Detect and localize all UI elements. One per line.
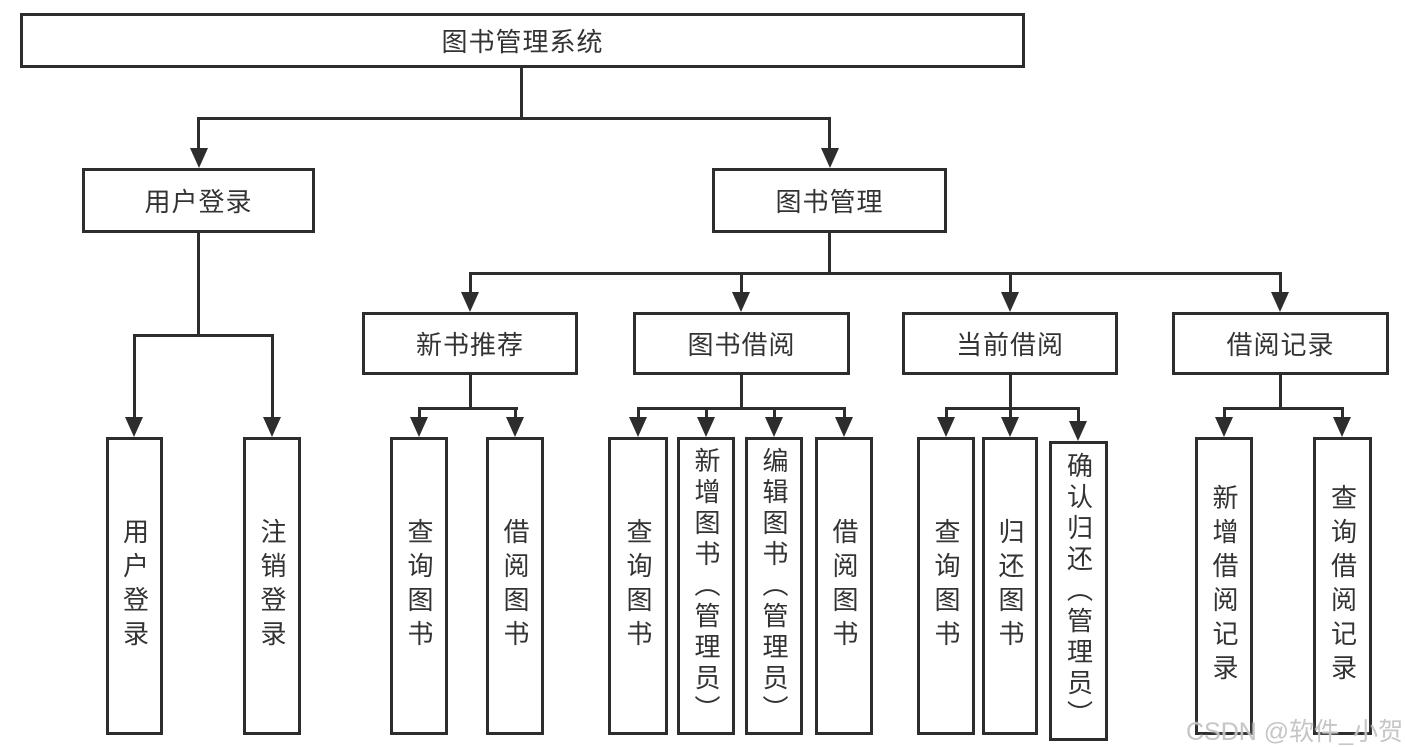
arrow-down-icon [1271,292,1289,312]
leaf-user-login: 用户登录 [106,437,163,735]
connector-line [469,375,472,408]
connector-line [740,375,743,408]
arrow-down-icon [937,417,955,437]
leaf-edit-book-admin: 编辑图书（管理员） [745,437,803,735]
leaf-query-book-current: 查询图书 [917,437,975,735]
leaf-borrow-book-newrec: 借阅图书 [486,437,544,735]
connector-line [197,117,831,120]
node-library-system: 图书管理系统 [20,13,1025,68]
connector-line [1223,407,1226,420]
connector-line [271,334,274,419]
connector-line [418,407,518,410]
leaf-return-book-label: 归还图书 [995,518,1025,654]
connector-line [469,272,1282,275]
connector-line [705,407,708,420]
arrow-down-icon [125,417,143,437]
connector-line [1341,407,1344,420]
watermark: CSDN @软件_小贺同学 [1186,718,1405,746]
connector-line [197,117,200,150]
arrow-down-icon [410,417,428,437]
leaf-query-book-newrec: 查询图书 [390,437,448,735]
leaf-borrow-book-borrow: 借阅图书 [815,437,873,735]
connector-line [1077,407,1080,423]
node-new-book-recommend: 新书推荐 [362,312,578,375]
connector-line [1223,407,1344,410]
leaf-add-borrow-record: 新增借阅记录 [1195,437,1253,735]
connector-line [514,407,517,420]
leaf-query-book-current-label: 查询图书 [931,518,961,654]
leaf-query-borrow-record: 查询借阅记录 [1313,437,1372,735]
leaf-logout-login: 注销登录 [243,437,301,735]
leaf-query-book-borrow: 查询图书 [608,437,668,735]
leaf-add-borrow-record-label: 新增借阅记录 [1209,484,1239,688]
arrow-down-icon [1001,292,1019,312]
leaf-borrow-book-newrec-label: 借阅图书 [500,518,530,654]
leaf-logout-login-label: 注销登录 [257,518,287,654]
arrow-down-icon [1215,417,1233,437]
connector-line [1279,272,1282,294]
arrow-down-icon [1001,417,1019,437]
leaf-query-book-newrec-label: 查询图书 [404,518,434,654]
leaf-edit-book-admin-label: 编辑图书（管理员） [759,446,789,726]
connector-line [469,272,472,294]
leaf-add-book-admin-label: 新增图书（管理员） [691,446,721,726]
connector-line [773,407,776,420]
node-book-borrow: 图书借阅 [633,312,850,375]
arrow-down-icon [835,417,853,437]
node-borrow-record: 借阅记录 [1172,312,1389,375]
connector-line [197,233,200,335]
connector-line [133,334,136,419]
leaf-query-book-borrow-label: 查询图书 [623,518,653,654]
arrow-down-icon [1069,421,1087,441]
leaf-confirm-return-admin-label: 确认归还（管理员） [1063,451,1094,731]
connector-line [740,272,743,294]
arrow-down-icon [461,292,479,312]
arrow-down-icon [506,417,524,437]
node-user-login: 用户登录 [82,168,315,233]
connector-line [945,407,1079,410]
connector-line [637,407,640,420]
leaf-confirm-return-admin: 确认归还（管理员） [1049,441,1108,741]
leaf-user-login-label: 用户登录 [119,518,150,654]
connector-line [828,233,831,273]
arrow-down-icon [629,417,647,437]
connector-line [828,117,831,150]
connector-line [418,407,421,420]
arrow-down-icon [765,417,783,437]
arrow-down-icon [190,148,208,168]
arrow-down-icon [263,417,281,437]
node-book-management: 图书管理 [712,168,947,233]
connector-line [637,407,845,410]
connector-line [1009,272,1012,294]
connector-line [1279,375,1282,408]
leaf-add-book-admin: 新增图书（管理员） [677,437,735,735]
arrow-down-icon [697,417,715,437]
arrow-down-icon [1333,417,1351,437]
connector-line [1009,407,1012,420]
arrow-down-icon [732,292,750,312]
arrow-down-icon [821,148,839,168]
connector-line [520,68,523,119]
connector-line [945,407,948,420]
connector-line [133,334,274,337]
node-current-borrow: 当前借阅 [902,312,1118,375]
leaf-borrow-book-borrow-label: 借阅图书 [829,518,859,654]
leaf-query-borrow-record-label: 查询借阅记录 [1327,484,1358,688]
connector-line [843,407,846,420]
leaf-return-book: 归还图书 [982,437,1038,735]
connector-line [1009,375,1012,408]
